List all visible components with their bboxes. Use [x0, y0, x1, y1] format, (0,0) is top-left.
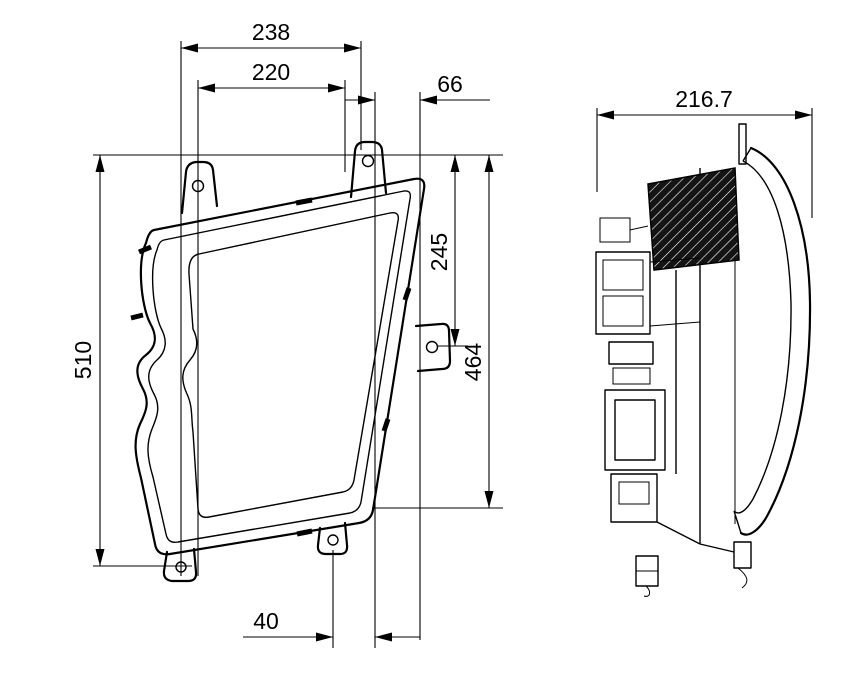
- retaining-clips: [130, 197, 412, 537]
- arrow-down-icon: [450, 329, 460, 346]
- arrow-up-icon: [484, 155, 494, 172]
- dim-height-right: 464: [460, 155, 494, 508]
- lens-profile-inner: [733, 160, 792, 514]
- dim-offset-bottom-label: 40: [253, 608, 279, 634]
- locating-pin: [738, 123, 747, 165]
- arrow-left-icon: [181, 43, 198, 53]
- arrow-down-icon: [95, 549, 105, 566]
- bracket-mid-2: [612, 367, 651, 385]
- dim-width-inner-label: 220: [252, 59, 290, 85]
- arrow-right-icon: [328, 83, 345, 93]
- dim-width-top-label: 238: [252, 19, 290, 45]
- dim-height-upper-label: 245: [426, 233, 452, 271]
- dim-offset-bottom: 40: [243, 608, 420, 642]
- mounting-feet: [635, 521, 752, 597]
- arrow-left-icon: [375, 632, 392, 642]
- heatsink-top: [647, 167, 740, 271]
- mounting-tab-right: [414, 322, 452, 373]
- bracket-mid-1: [608, 341, 654, 365]
- arrow-down-icon: [484, 491, 494, 508]
- heatsink-lower: [604, 389, 666, 471]
- extension-lines: [93, 41, 503, 648]
- dim-width-top: 238: [181, 19, 361, 53]
- arrow-right-icon: [358, 95, 375, 105]
- dim-offset-right-label: 66: [437, 71, 463, 97]
- dim-height-upper: 245: [426, 155, 460, 346]
- mounting-tab-top-left: [180, 160, 219, 215]
- connector-block-lower: [610, 473, 658, 523]
- front-outline-inner: [147, 190, 412, 544]
- mounting-tab-bottom-left: [162, 547, 198, 583]
- arrow-up-icon: [95, 155, 105, 172]
- arrow-right-icon: [795, 110, 812, 120]
- mounting-hole: [425, 340, 439, 354]
- lens-profile-outer: [739, 146, 812, 536]
- arrow-right-icon: [316, 632, 333, 642]
- mounting-hole: [361, 154, 375, 168]
- arrow-left-icon: [597, 110, 614, 120]
- dim-offset-right: 66: [345, 71, 490, 105]
- lens-outline: [182, 211, 400, 519]
- arrow-up-icon: [450, 155, 460, 172]
- dim-depth: 216.7: [596, 86, 813, 218]
- arrow-left-icon: [420, 95, 437, 105]
- bracket-small-top: [599, 217, 631, 243]
- dim-height-overall-label: 510: [70, 341, 96, 379]
- arrow-right-icon: [344, 43, 361, 53]
- dim-height-overall: 510: [70, 155, 105, 566]
- connector-block-upper: [595, 251, 701, 335]
- mounting-tab-top-right: [349, 140, 388, 199]
- dim-depth-label: 216.7: [675, 86, 733, 112]
- dim-width-inner: 220: [198, 59, 345, 93]
- dim-height-right-label: 464: [460, 343, 486, 382]
- arrow-left-icon: [198, 83, 215, 93]
- side-view: 216.7: [595, 86, 813, 597]
- front-view: 238 220 66 510 245: [70, 19, 503, 648]
- front-outline-outer: [134, 177, 426, 556]
- mounting-hole: [327, 534, 339, 546]
